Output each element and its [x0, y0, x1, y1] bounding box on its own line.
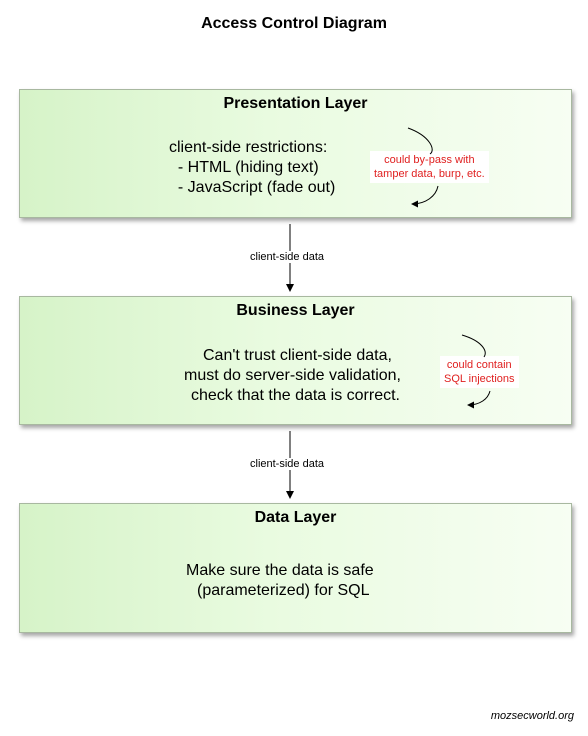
presentation-note-line-1: could by-pass with — [384, 154, 475, 166]
diagram-title: Access Control Diagram — [201, 15, 387, 32]
presentation-layer-title: Presentation Layer — [223, 95, 368, 112]
data-layer-line-2: (parameterized) for SQL — [197, 582, 370, 599]
presentation-layer-line-3: - JavaScript (fade out) — [169, 179, 336, 196]
business-note-curved-arrow — [461, 334, 491, 409]
data-layer-title: Data Layer — [254, 509, 337, 526]
business-layer-line-2: must do server-side validation, — [184, 367, 401, 384]
business-layer-title: Business Layer — [236, 302, 355, 319]
presentation-layer-line-2: - HTML (hiding text) — [169, 159, 319, 176]
business-layer-line-1: Can't trust client-side data, — [203, 347, 392, 364]
business-note-line-2: SQL injections — [444, 373, 515, 385]
footer-credit: mozsecworld.org — [490, 710, 574, 722]
connector-label-2: client-side data — [247, 458, 327, 470]
presentation-note-line-2: tamper data, burp, etc. — [374, 168, 485, 180]
presentation-layer-box: Presentation Layer client-side restricti… — [19, 89, 572, 218]
business-note-line-1: could contain — [446, 359, 512, 371]
business-layer-note: could contain SQL injections — [440, 356, 519, 388]
business-layer-line-3: check that the data is correct. — [191, 387, 400, 404]
presentation-note-curved-arrow — [407, 127, 439, 208]
business-layer-box: Business Layer Can't trust client-side d… — [19, 296, 572, 425]
presentation-layer-note: could by-pass with tamper data, burp, et… — [370, 151, 489, 183]
connector-label-1: client-side data — [247, 251, 327, 263]
data-layer-box: Data Layer Make sure the data is safe (p… — [19, 503, 572, 633]
presentation-layer-line-1: client-side restrictions: — [169, 139, 328, 156]
data-layer-line-1: Make sure the data is safe — [186, 562, 374, 579]
